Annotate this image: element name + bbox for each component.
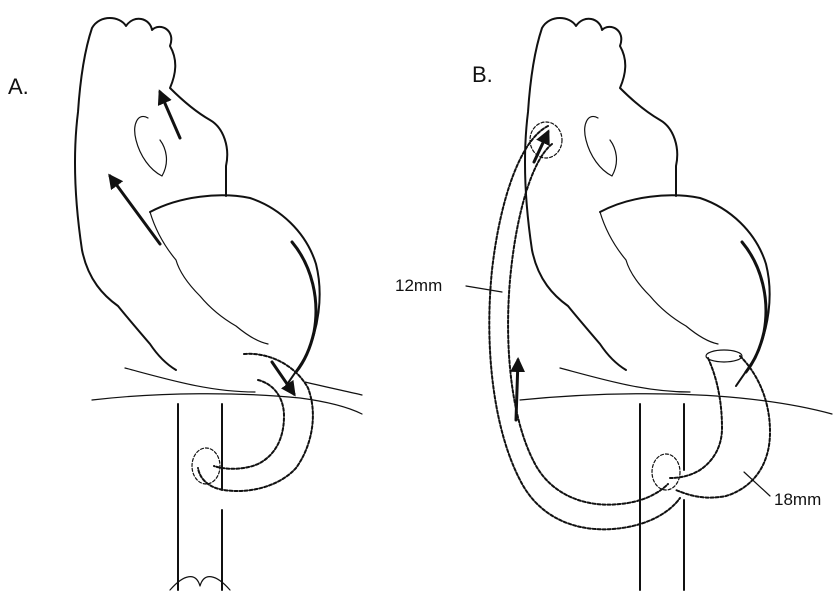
graft-18mm-label: 18mm [774,490,821,510]
ventricle-outline-b [600,195,770,386]
conduit-18-inner [670,358,722,478]
panel-a-label: A. [8,74,29,100]
leader-12mm [466,286,502,292]
conduit-a-outer [198,354,313,491]
ventricle-apex [292,242,316,372]
ventricle-inner-border [150,212,268,344]
flow-arrow-b-up [516,360,518,420]
panel-a-drawing [75,18,362,590]
panel-b-label: B. [472,62,493,88]
aortic-outline [75,18,227,370]
conduit-18-orifice [706,350,742,362]
conduit-18-anastomosis [652,454,680,490]
ventricle-apex-b [742,242,766,372]
ventricle-outline [150,195,320,386]
diaphragm-right-line [305,382,362,395]
diaphragm-upper-line [125,368,255,392]
diaphragm-line [92,394,362,414]
diaphragm-line-b [520,394,832,414]
diaphragm-upper-line-b [560,368,690,392]
aortic-outline-b [525,18,677,370]
conduit-18-outer [676,356,770,498]
graft-12mm-label: 12mm [395,276,442,296]
aortic-fold [135,116,167,176]
aortic-fold-b [585,116,617,176]
ventricle-inner-border-b [600,212,718,344]
conduit-12-outer [489,126,680,529]
flow-arrow-a-2 [160,92,180,138]
